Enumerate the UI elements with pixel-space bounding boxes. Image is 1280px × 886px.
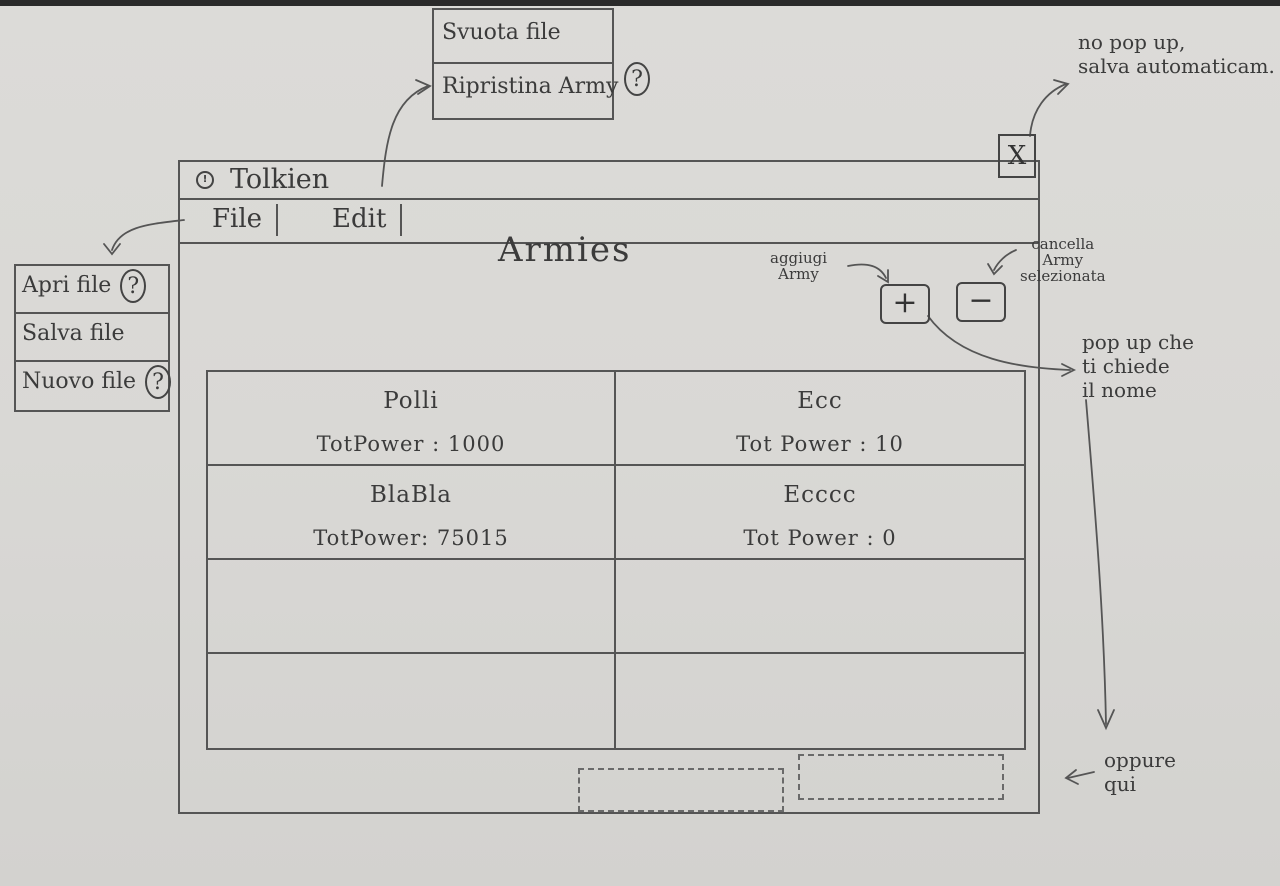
help-icon: ?: [624, 62, 650, 96]
menu-item-salva-file[interactable]: Salva file: [16, 314, 168, 362]
menu-item-svuota-file[interactable]: Svuota file: [434, 10, 612, 64]
army-name: Ecccc: [783, 482, 857, 508]
help-icon: ?: [145, 365, 172, 399]
menu-item-ripristina-army[interactable]: Ripristina Army: [442, 74, 619, 99]
menu-item-label: Salva file: [22, 321, 125, 346]
paper-edge: [0, 0, 1280, 6]
remove-army-button[interactable]: −: [956, 282, 1006, 322]
menu-item-label: Nuovo file: [22, 369, 137, 394]
close-button[interactable]: X: [998, 134, 1036, 178]
file-dropdown: Apri file ? Salva file Nuovo file ?: [14, 264, 172, 412]
menu-edit[interactable]: Edit: [318, 204, 403, 236]
army-cell[interactable]: BlaBla TotPower: 75015: [208, 466, 616, 560]
army-power: Tot Power : 0: [743, 526, 897, 550]
window-title: Tolkien: [230, 164, 330, 195]
army-cell[interactable]: Polli TotPower : 1000: [208, 372, 616, 466]
army-cell[interactable]: Ecccc Tot Power : 0: [616, 466, 1024, 560]
edit-dropdown: Svuota file Ripristina Army: [432, 8, 619, 120]
menu-item-apri-file[interactable]: Apri file ?: [16, 266, 168, 314]
main-window: ! Tolkien X File Edit Armies + − Polli T…: [178, 134, 1040, 814]
title-bar: ! Tolkien X: [180, 134, 1038, 200]
note-autosave: no pop up, salva automaticam.: [1078, 30, 1275, 78]
army-name: Polli: [383, 388, 439, 414]
menu-bar: File Edit: [180, 200, 1038, 244]
armies-grid: Polli TotPower : 1000 Ecc Tot Power : 10…: [206, 370, 1026, 750]
army-cell-empty[interactable]: [208, 560, 616, 654]
note-popup-name: pop up che ti chiede il nome: [1082, 330, 1194, 402]
add-army-button[interactable]: +: [880, 284, 930, 324]
army-cell[interactable]: Ecc Tot Power : 10: [616, 372, 1024, 466]
army-cell-empty[interactable]: [616, 654, 1024, 748]
army-power: TotPower : 1000: [316, 432, 506, 456]
help-icon: ?: [120, 269, 147, 303]
menu-item-label: Apri file: [22, 273, 112, 298]
army-name: BlaBla: [370, 482, 452, 508]
menu-item-nuovo-file[interactable]: Nuovo file ?: [16, 362, 172, 410]
note-remove-army: cancella Army selezionata: [1020, 235, 1106, 285]
armies-heading: Armies: [498, 230, 632, 270]
alt-button-placeholder-right: [798, 754, 1004, 800]
army-cell-empty[interactable]: [616, 560, 1024, 654]
army-power: Tot Power : 10: [736, 432, 904, 456]
army-cell-empty[interactable]: [208, 654, 616, 748]
army-name: Ecc: [797, 388, 843, 414]
army-power: TotPower: 75015: [313, 526, 509, 550]
alt-button-placeholder-left: [578, 768, 784, 812]
menu-file[interactable]: File: [198, 204, 279, 236]
note-oppure-qui: oppure qui: [1104, 748, 1176, 796]
note-add-army: aggiugi Army: [770, 249, 828, 283]
app-icon: !: [196, 171, 214, 189]
